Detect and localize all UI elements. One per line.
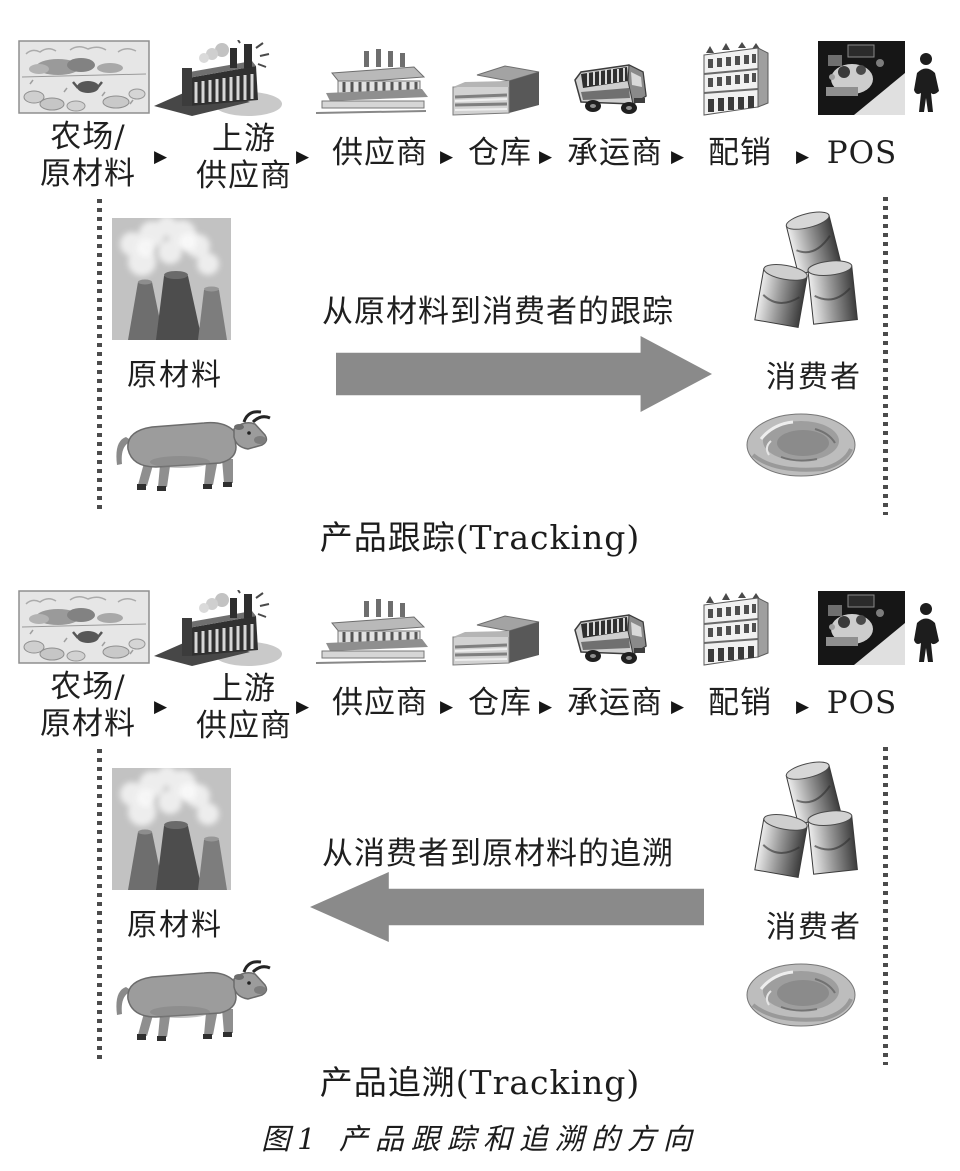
factory-icon	[152, 590, 284, 668]
dotted-line-right	[883, 197, 888, 515]
stage-label-carrier: 承运商	[567, 685, 663, 721]
tracing-diagram: 农场/ 原材料 ▶ 上游 供应商 ▶ 供应商 ▶ 仓库 ▶ 承运商 ▶ 配销 ▶…	[0, 550, 960, 1116]
supplier-plant-icon	[308, 48, 430, 117]
supplier-plant-icon	[308, 598, 430, 667]
dotted-line-right	[883, 747, 888, 1065]
factory-icon	[152, 40, 284, 118]
pos-terminal-icon	[818, 41, 905, 115]
flow-arrow-right	[336, 336, 712, 412]
truck-icon	[571, 610, 655, 669]
stage-label-line: 原材料	[40, 156, 136, 192]
flow-arrow-label: 从消费者到原材料的追溯	[322, 836, 674, 872]
warehouse-icon	[449, 63, 543, 116]
stage-label-distribution: 配销	[708, 135, 772, 171]
diagram-title: 产品跟踪(Tracking)	[319, 518, 641, 557]
stage-label-warehouse: 仓库	[468, 685, 532, 721]
stage-label-line: 供应商	[196, 708, 292, 744]
stage-label-farm: 农场/ 原材料	[14, 669, 162, 743]
dotted-line-left	[97, 749, 102, 1061]
chain-arrow-icon: ▶	[796, 697, 810, 717]
farm-icon	[18, 590, 150, 664]
tracking-diagram: 农场/ 原材料 ▶ 上游 供应商 ▶ 供应商 ▶ 仓库 ▶ 承运商 ▶ 配销 ▶…	[0, 0, 960, 557]
stage-label-line: 上游	[212, 121, 276, 157]
stage-label-upstream-supplier: 上游 供应商	[174, 671, 314, 745]
chain-arrow-icon: ▶	[296, 147, 310, 167]
dotted-line-left	[97, 199, 102, 511]
plate-icon	[745, 961, 857, 1029]
distribution-building-icon	[696, 41, 772, 120]
stage-label-warehouse: 仓库	[468, 135, 532, 171]
chain-arrow-icon: ▶	[154, 147, 168, 167]
chain-arrow-icon: ▶	[539, 147, 553, 167]
chain-arrow-icon: ▶	[539, 697, 553, 717]
canned-goods-icon	[751, 756, 863, 882]
figure-caption: 图1 产品跟踪和追溯的方向	[261, 1122, 699, 1156]
person-icon	[911, 601, 942, 664]
stage-label-line: 供应商	[196, 158, 292, 194]
truck-icon	[571, 60, 655, 119]
stage-label-line: 农场/	[50, 119, 126, 155]
stage-label-upstream-supplier: 上游 供应商	[174, 121, 314, 195]
cooling-towers-image	[112, 768, 231, 890]
stage-label-carrier: 承运商	[567, 135, 663, 171]
flow-arrow-left	[310, 872, 704, 942]
stage-label-farm: 农场/ 原材料	[14, 119, 162, 193]
chain-arrow-icon: ▶	[440, 147, 454, 167]
chain-arrow-icon: ▶	[440, 697, 454, 717]
canned-goods-icon	[751, 206, 863, 332]
distribution-building-icon	[696, 591, 772, 670]
chain-arrow-icon: ▶	[671, 697, 685, 717]
flow-arrow-label: 从原材料到消费者的跟踪	[322, 294, 674, 330]
person-icon	[911, 51, 942, 114]
stage-label-line: 农场/	[50, 669, 126, 705]
plate-icon	[745, 411, 857, 479]
cooling-towers-image	[112, 218, 231, 340]
raw-material-label: 原材料	[127, 908, 223, 943]
chain-arrow-icon: ▶	[671, 147, 685, 167]
stage-label-pos: POS	[826, 685, 898, 721]
consumer-label: 消费者	[766, 360, 862, 395]
pos-terminal-icon	[818, 591, 905, 665]
chain-arrow-icon: ▶	[154, 697, 168, 717]
chain-arrow-icon: ▶	[296, 697, 310, 717]
chain-arrow-icon: ▶	[796, 147, 810, 167]
stage-label-line: 上游	[212, 671, 276, 707]
farm-icon	[18, 40, 150, 114]
stage-label-supplier: 供应商	[332, 135, 428, 171]
stage-label-line: 原材料	[40, 706, 136, 742]
stage-label-distribution: 配销	[708, 685, 772, 721]
stage-label-pos: POS	[826, 135, 898, 171]
diagram-title: 产品追溯(Tracking)	[319, 1063, 641, 1102]
cow-icon	[108, 407, 278, 492]
stage-label-supplier: 供应商	[332, 685, 428, 721]
cow-icon	[108, 957, 278, 1042]
warehouse-icon	[449, 613, 543, 666]
raw-material-label: 原材料	[127, 358, 223, 393]
consumer-label: 消费者	[766, 910, 862, 945]
